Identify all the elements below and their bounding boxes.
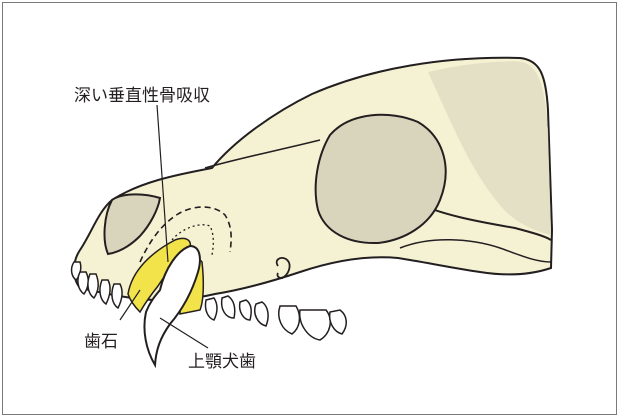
label-calculus: 歯石: [84, 332, 118, 352]
leader-line-canine: [160, 318, 208, 348]
premolar-molar-teeth: [205, 296, 346, 340]
label-maxillary-canine: 上顎犬歯: [188, 352, 256, 372]
label-deep-vertical-bone-resorption: 深い垂直性骨吸収: [74, 86, 210, 106]
